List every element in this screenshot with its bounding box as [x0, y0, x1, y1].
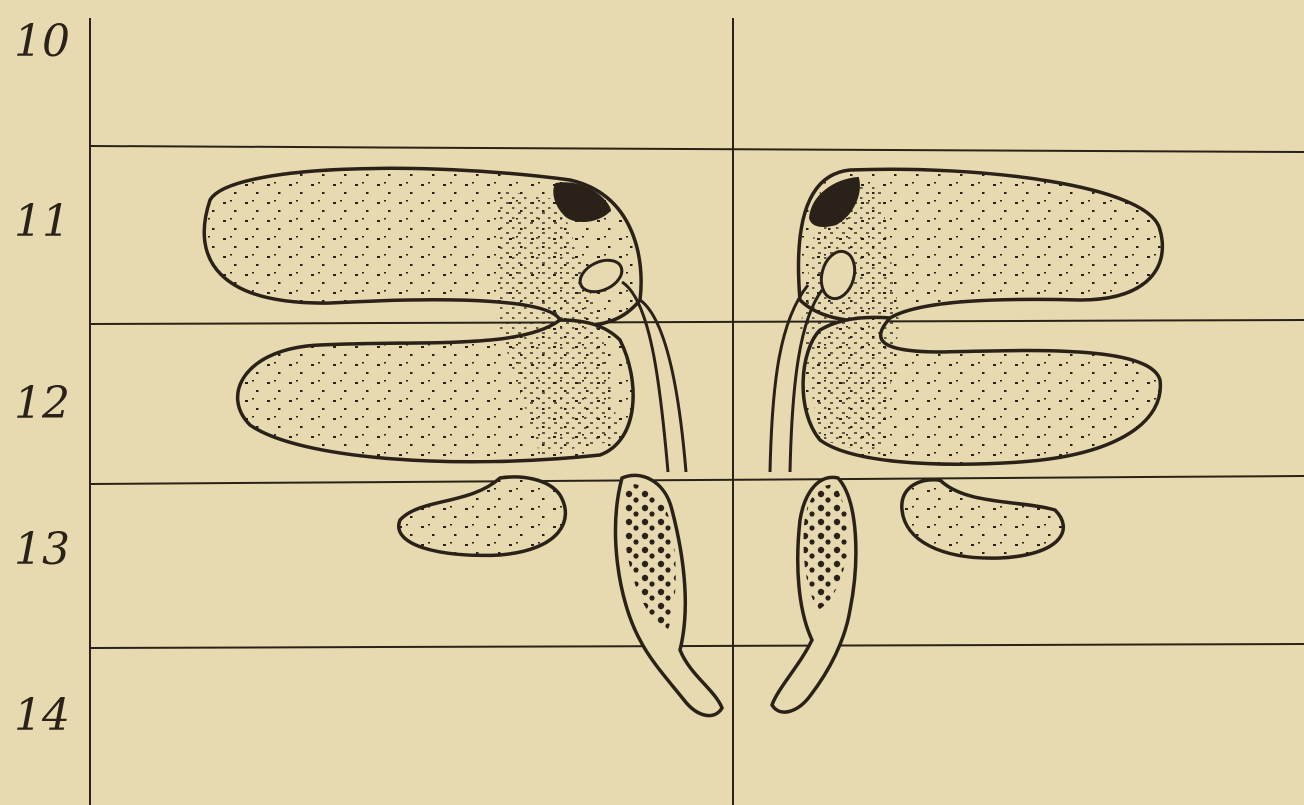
segment-boundary-line: [90, 476, 1304, 484]
segment-boundary-line: [90, 320, 1304, 324]
segment-boundary-line: [90, 644, 1304, 648]
segment-boundary-line: [90, 146, 1304, 152]
right-organ: [770, 169, 1162, 712]
left-organ: [204, 168, 722, 715]
